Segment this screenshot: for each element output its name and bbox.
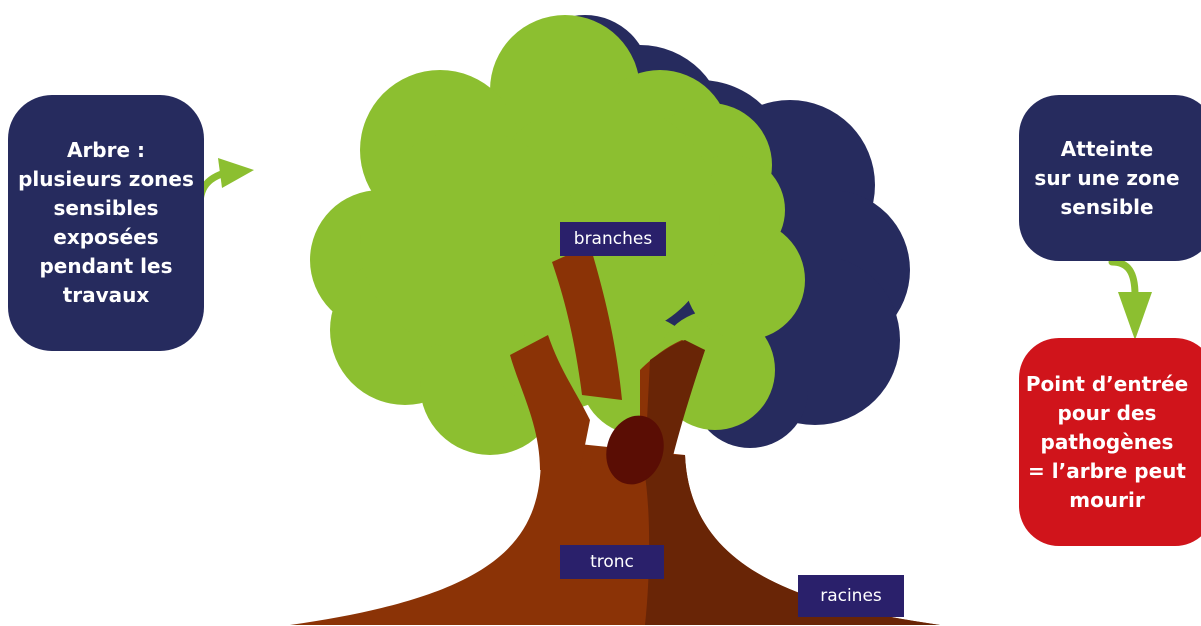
callout-right-bottom-text: Point d’entrée pour des pathogènes = l’a… — [1025, 371, 1189, 512]
label-branches: branches — [560, 222, 666, 256]
label-racines-text: racines — [820, 586, 882, 606]
callout-left: Arbre : plusieurs zones sensibles exposé… — [8, 95, 204, 351]
trunk — [290, 245, 940, 625]
callout-right-bottom: Point d’entrée pour des pathogènes = l’a… — [1019, 338, 1201, 546]
curved-arrow-icon — [196, 158, 254, 219]
label-branches-text: branches — [573, 229, 653, 249]
label-tronc-text: tronc — [590, 552, 634, 572]
callout-left-text: Arbre : plusieurs zones sensibles exposé… — [18, 138, 194, 307]
curved-arrow-down-icon — [1108, 258, 1152, 340]
label-racines: racines — [798, 575, 904, 617]
label-tronc: tronc — [560, 545, 664, 579]
knot — [606, 415, 664, 485]
callout-right-top: Atteinte sur une zone sensible — [1019, 95, 1201, 261]
callout-right-top-text: Atteinte sur une zone sensible — [1034, 136, 1180, 219]
canopy — [310, 15, 805, 455]
